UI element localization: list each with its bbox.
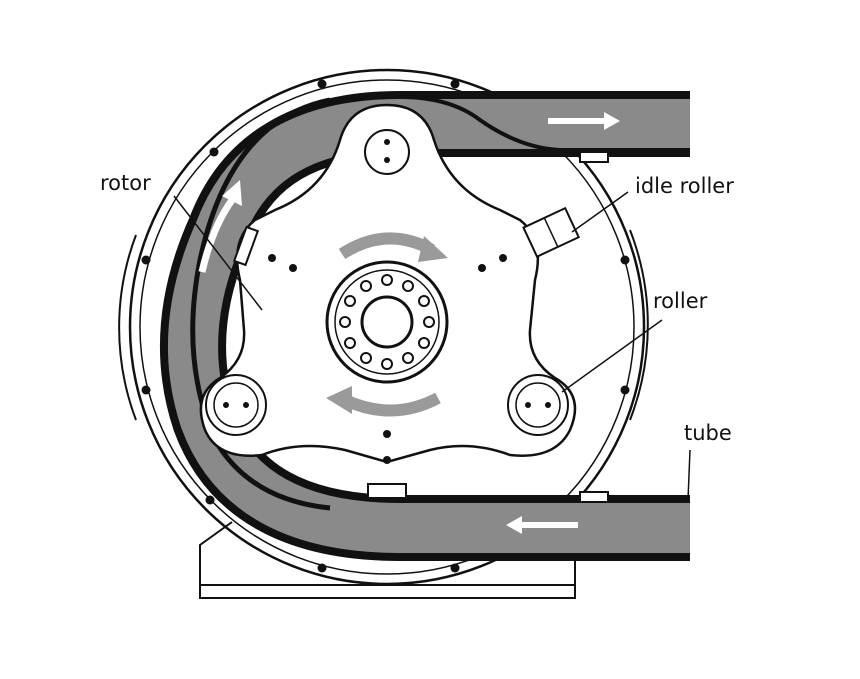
idle-roller [522,206,581,258]
label-rotor: rotor [100,171,151,195]
inlet-arrow-icon [506,516,578,534]
label-idle-roller: idle roller [635,174,734,198]
roller-bottom-left [205,374,267,436]
leader-lines [173,191,691,501]
tube-clamps [232,151,609,503]
outlet-arrow-icon [548,112,620,130]
rotation-arrow-left [198,180,242,273]
rotor-dots [268,254,507,464]
label-roller: roller [653,289,708,313]
label-tube: tube [684,421,732,445]
rotation-arrow-bottom [326,386,441,417]
roller-top [364,129,410,175]
pump-housing [118,68,649,586]
housing-bolts [141,79,630,573]
rotation-arrow-top [338,232,448,262]
roller-bottom-right [507,374,569,436]
rotor-hub [325,260,449,384]
tube [160,91,690,561]
